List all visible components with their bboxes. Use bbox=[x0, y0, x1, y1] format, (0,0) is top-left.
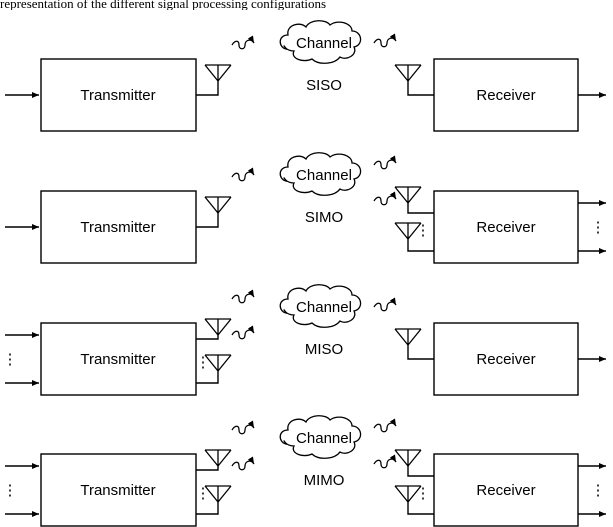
channel-label: Channel bbox=[296, 299, 352, 316]
receiver-label: Receiver bbox=[476, 87, 535, 104]
tx-signal bbox=[231, 289, 255, 304]
mode-label: MISO bbox=[305, 341, 343, 358]
tx-ellipsis: ⋮ bbox=[196, 485, 211, 502]
rx-antenna bbox=[394, 64, 422, 83]
rx-signal bbox=[373, 454, 397, 469]
channel-label: Channel bbox=[296, 430, 352, 447]
rx-ellipsis: ⋮ bbox=[416, 222, 431, 239]
tx-feed bbox=[196, 502, 219, 515]
transmitter-label: Transmitter bbox=[80, 87, 155, 104]
receiver-label: Receiver bbox=[476, 351, 535, 368]
transmitter-label: Transmitter bbox=[80, 351, 155, 368]
channel-cloud bbox=[279, 415, 362, 459]
tx-antenna bbox=[204, 318, 232, 337]
mode-label: MIMO bbox=[304, 472, 345, 489]
rx-signal bbox=[373, 155, 397, 170]
tx-antenna bbox=[204, 196, 232, 215]
rx-feed bbox=[407, 203, 434, 214]
channel-cloud bbox=[279, 152, 362, 196]
transmitter-box bbox=[40, 322, 197, 396]
output-ellipsis: ⋮ bbox=[591, 482, 606, 499]
channel-label: Channel bbox=[296, 35, 352, 52]
tx-feed bbox=[196, 466, 219, 471]
tx-signal bbox=[231, 456, 255, 471]
channel-label: Channel bbox=[296, 167, 352, 184]
mode-label: SISO bbox=[306, 77, 342, 94]
header-fragment: representation of the different signal p… bbox=[0, 0, 327, 10]
input-ellipsis: ⋮ bbox=[3, 351, 18, 368]
rx-antenna bbox=[394, 186, 422, 205]
tx-ellipsis: ⋮ bbox=[196, 354, 211, 371]
rx-signal bbox=[373, 33, 397, 48]
input-ellipsis: ⋮ bbox=[3, 482, 18, 499]
rx-signal bbox=[373, 418, 397, 433]
transmitter-box bbox=[40, 190, 197, 264]
receiver-box bbox=[433, 453, 579, 527]
rx-signal bbox=[373, 191, 397, 206]
tx-feed bbox=[196, 371, 219, 384]
receiver-label: Receiver bbox=[476, 482, 535, 499]
rx-feed bbox=[407, 466, 434, 477]
rx-feed bbox=[407, 345, 434, 360]
tx-signal bbox=[231, 420, 255, 435]
rx-antenna bbox=[394, 449, 422, 468]
transmitter-box bbox=[40, 453, 197, 527]
receiver-box bbox=[433, 58, 579, 132]
transmitter-label: Transmitter bbox=[80, 482, 155, 499]
rx-antenna bbox=[394, 328, 422, 347]
tx-signal bbox=[231, 35, 255, 50]
channel-cloud bbox=[279, 20, 362, 64]
rx-ellipsis: ⋮ bbox=[416, 485, 431, 502]
transmitter-label: Transmitter bbox=[80, 219, 155, 236]
rx-feed bbox=[407, 502, 434, 515]
receiver-label: Receiver bbox=[476, 219, 535, 236]
tx-feed bbox=[196, 81, 219, 96]
tx-feed bbox=[196, 213, 219, 228]
receiver-box bbox=[433, 190, 579, 264]
output-ellipsis: ⋮ bbox=[591, 219, 606, 236]
transmitter-box bbox=[40, 58, 197, 132]
rx-signal bbox=[373, 297, 397, 312]
rx-feed bbox=[407, 81, 434, 96]
tx-signal bbox=[231, 325, 255, 340]
tx-signal bbox=[231, 167, 255, 182]
channel-cloud bbox=[279, 284, 362, 328]
tx-feed bbox=[196, 335, 219, 340]
rx-feed bbox=[407, 239, 434, 252]
mode-label: SIMO bbox=[305, 209, 343, 226]
tx-antenna bbox=[204, 449, 232, 468]
tx-antenna bbox=[204, 64, 232, 83]
